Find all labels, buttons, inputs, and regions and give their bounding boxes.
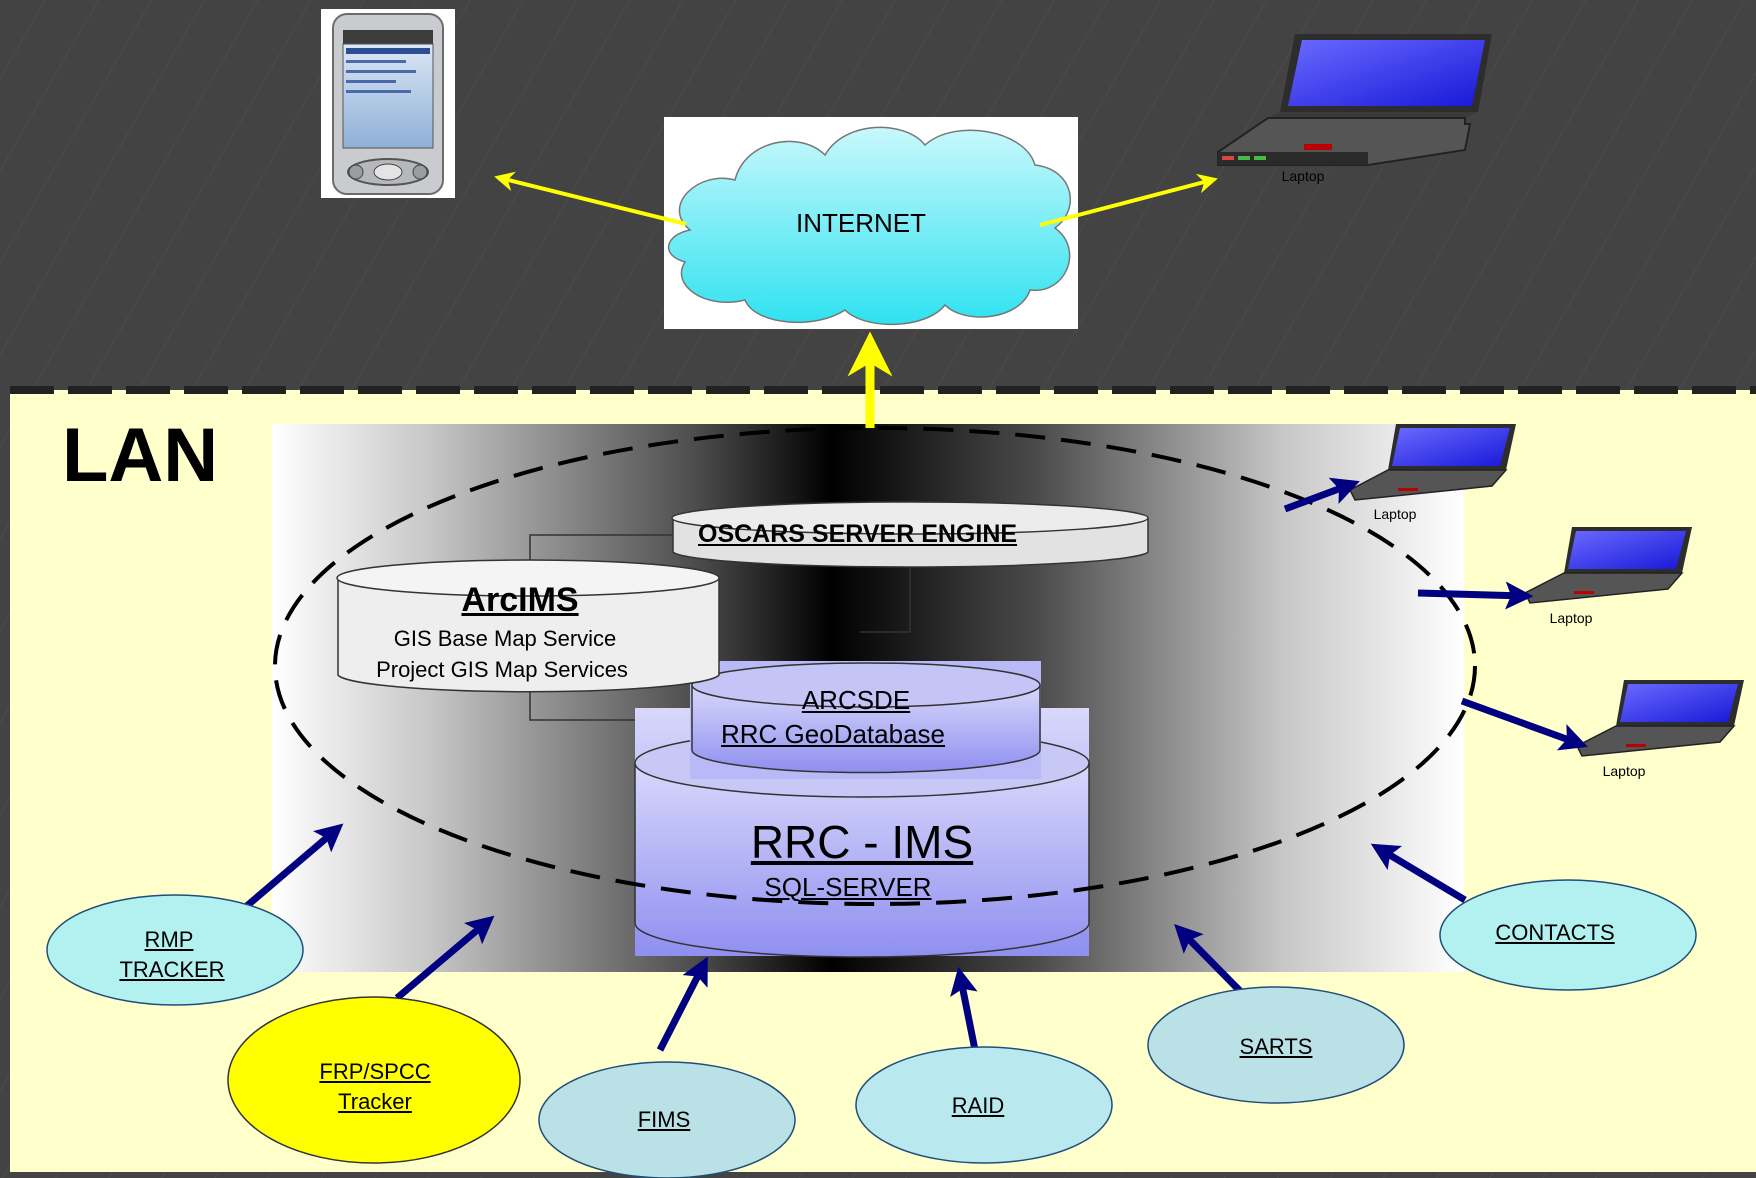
internet-cloud-icon — [667, 126, 1071, 326]
laptop-lan-1-label: Laptop — [1373, 506, 1417, 522]
arcims-line-2: Project GIS Map Services — [376, 657, 628, 682]
node-contacts — [1439, 879, 1697, 991]
oscars-server-icon — [671, 501, 1149, 568]
node-fims — [538, 1061, 796, 1178]
arrow-lan-to-laptop-1 — [1283, 477, 1360, 513]
rrc-ims-title: RRC - IMS — [750, 816, 974, 868]
lan-network-ellipse — [273, 426, 1477, 906]
pda-device-icon — [332, 13, 444, 195]
node-raid-label: RAID — [951, 1093, 1005, 1118]
arcims-title: ArcIMS — [461, 581, 579, 619]
node-sarts-label: SARTS — [1239, 1034, 1313, 1059]
laptop-lan-1-icon — [1349, 424, 1516, 501]
laptop-lan-3-icon — [1575, 680, 1744, 757]
node-frp-label-2: Tracker — [338, 1089, 412, 1114]
node-raid — [855, 1046, 1113, 1164]
internet-label: INTERNET — [796, 208, 926, 238]
arrow-lan-to-laptop-2 — [1417, 581, 1534, 610]
arrow-contacts-to-lan — [1370, 843, 1467, 904]
laptop-internet-icon — [1217, 34, 1492, 166]
rrc-ims-subtitle: SQL-SERVER — [764, 872, 932, 902]
arcsde-database-icon — [690, 661, 1041, 779]
connector-arcims-oscars — [529, 534, 676, 560]
arrow-fims-to-lan — [656, 956, 708, 1052]
oscars-server-label: OSCARS SERVER ENGINE — [698, 520, 1018, 548]
laptop-lan-3-label: Laptop — [1602, 763, 1646, 779]
node-rmp-label-2: TRACKER — [119, 957, 225, 982]
laptop-lan-2-label: Laptop — [1549, 610, 1593, 626]
arcims-server-icon — [336, 559, 720, 693]
connector-oscars-arcsde — [860, 565, 911, 633]
arrow-rmp-to-lan — [239, 823, 344, 913]
node-contacts-label: CONTACTS — [1495, 920, 1615, 945]
laptop-lan-2-icon — [1523, 527, 1692, 604]
arcsde-line-2: RRC GeoDatabase — [721, 719, 945, 749]
node-frp-label-1: FRP/SPCC — [319, 1059, 431, 1084]
node-sarts — [1147, 986, 1405, 1104]
node-fims-label: FIMS — [637, 1107, 691, 1132]
arrow-frp-to-lan — [394, 915, 495, 1001]
lan-title: LAN — [62, 413, 219, 498]
arrow-lan-to-laptop-3 — [1460, 697, 1588, 751]
node-rmp-label-1: RMP — [144, 927, 194, 952]
node-rmp-tracker — [46, 894, 304, 1006]
node-frp-spcc-tracker — [227, 996, 521, 1164]
arrow-internet-to-laptop — [1039, 173, 1218, 227]
arcims-line-1: GIS Base Map Service — [393, 626, 617, 651]
arrow-raid-to-lan — [950, 966, 979, 1051]
arrow-sarts-to-lan — [1174, 924, 1245, 996]
arcsde-line-1: ARCSDE — [801, 685, 911, 715]
arrow-internet-to-pda — [494, 171, 687, 226]
laptop-internet-label: Laptop — [1281, 168, 1325, 184]
